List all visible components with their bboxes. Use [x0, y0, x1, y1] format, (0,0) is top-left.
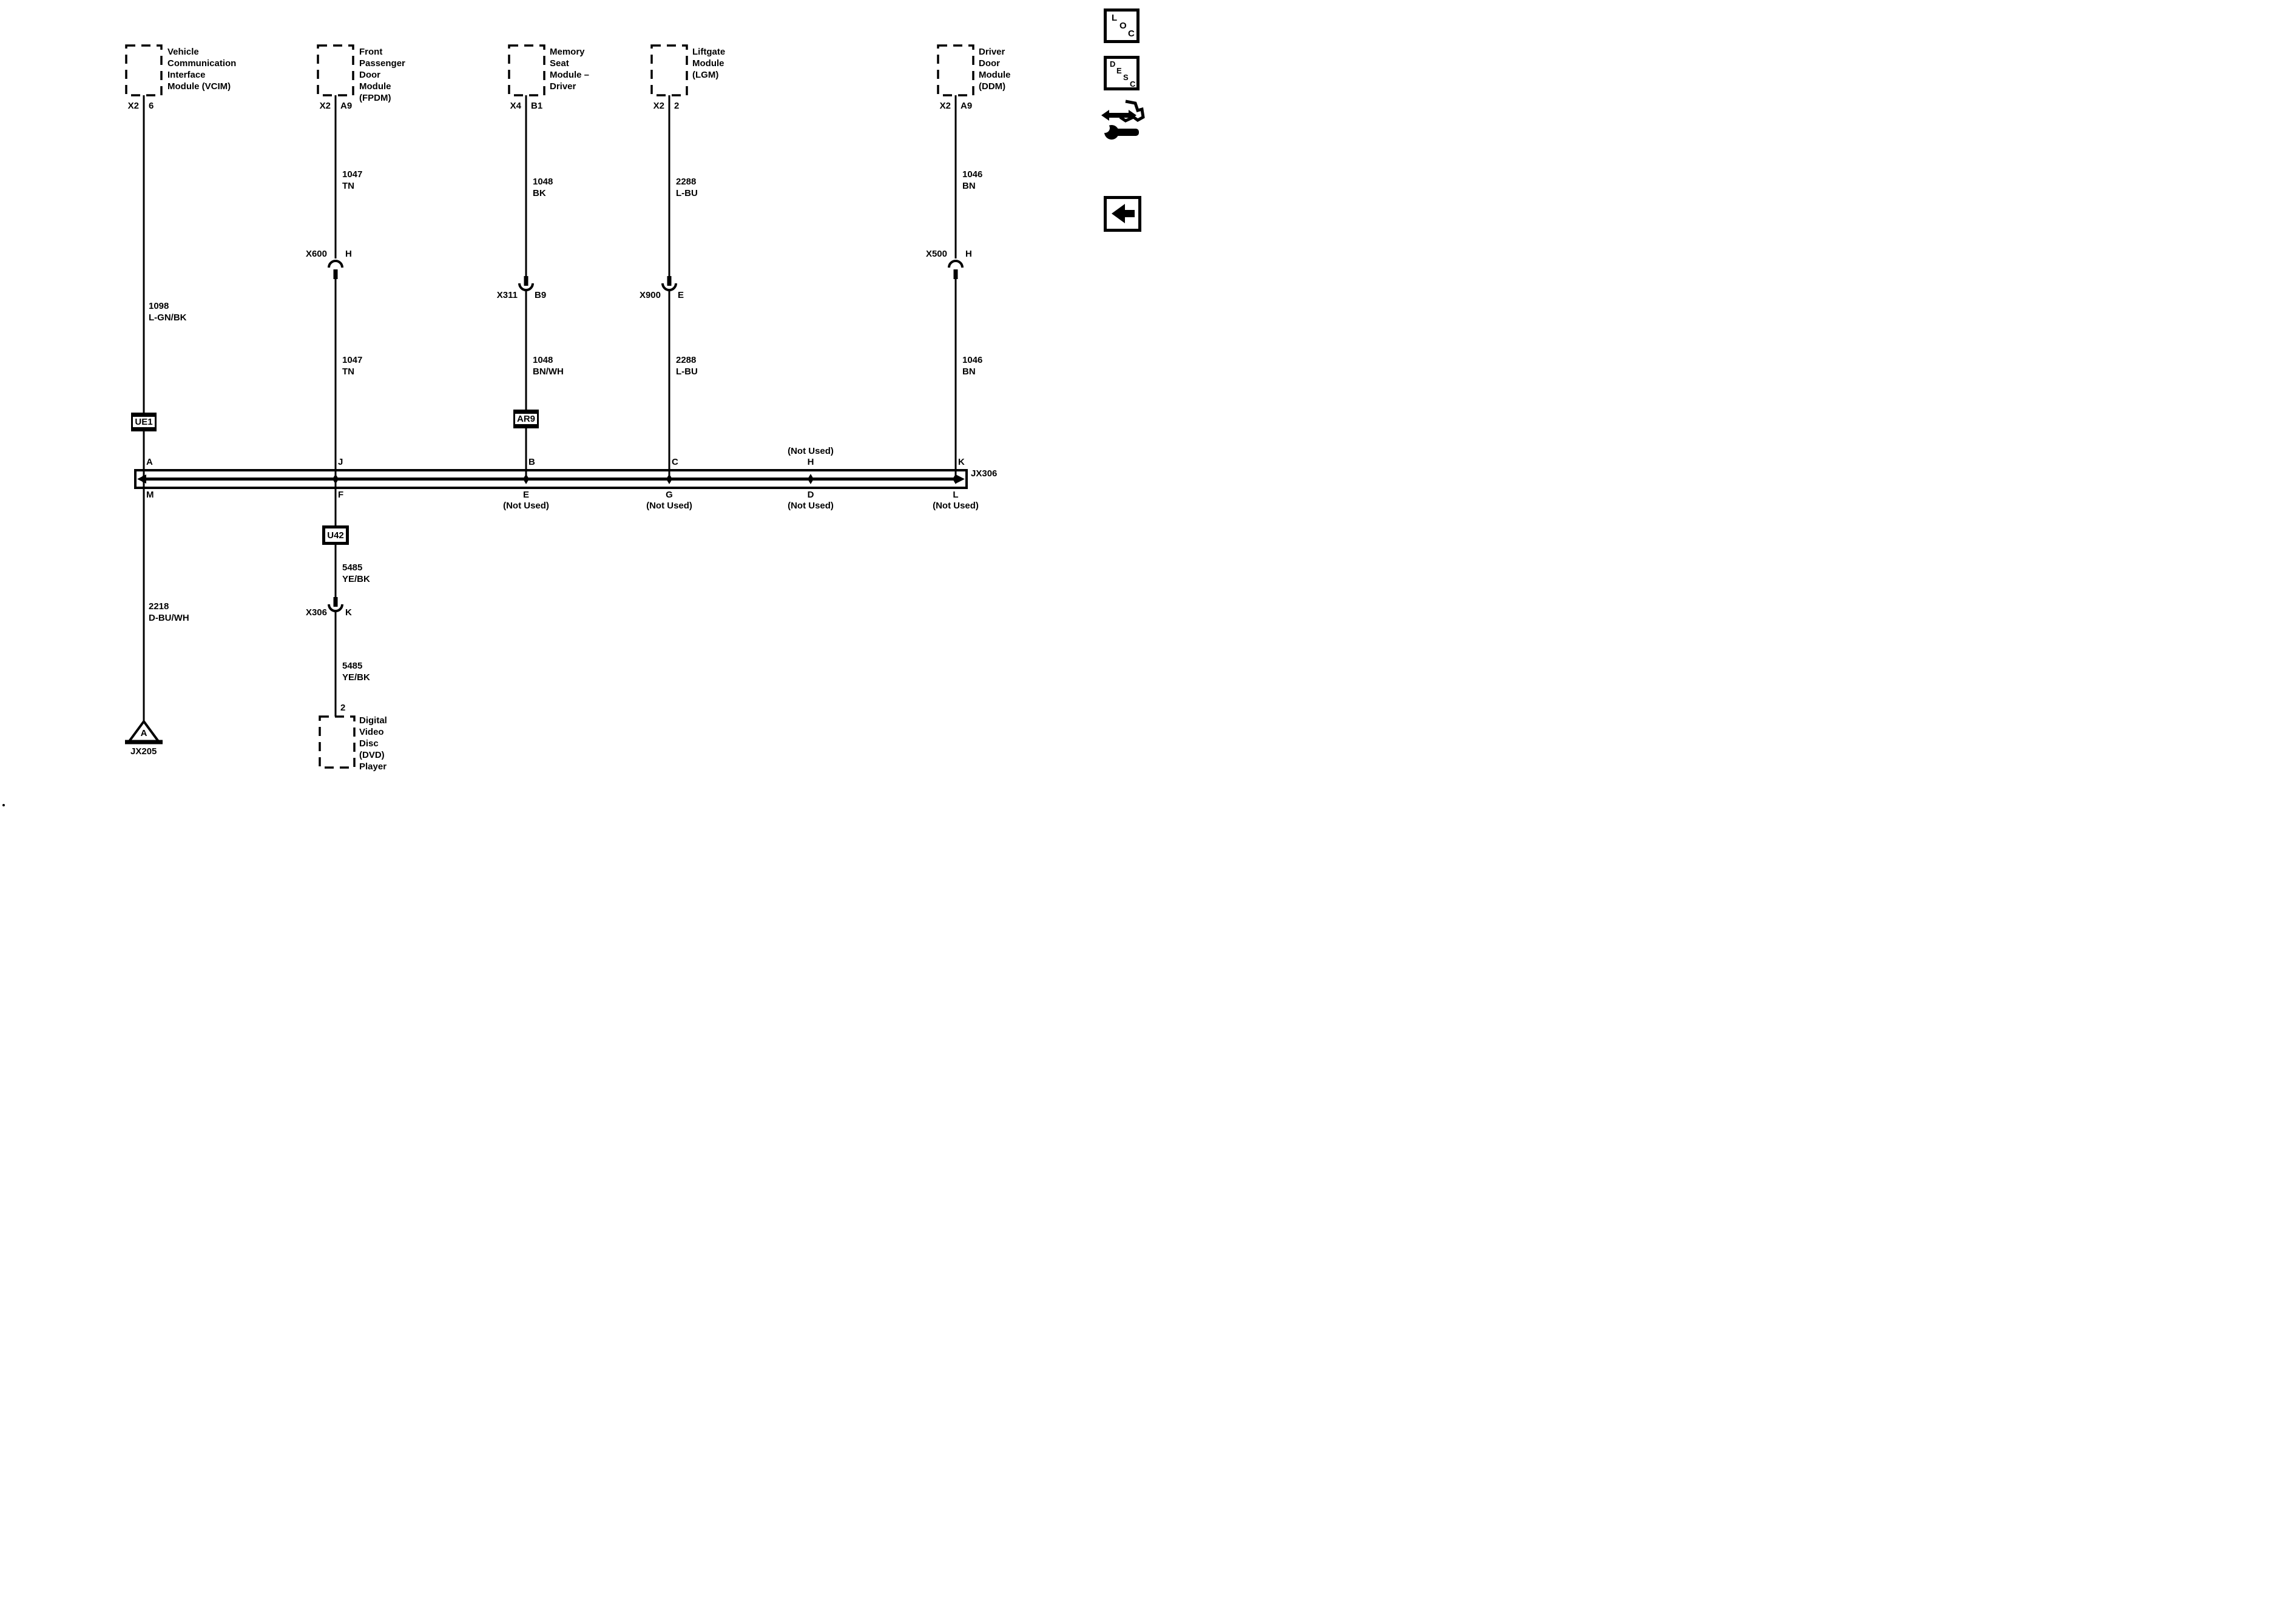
memory-seat-module-box — [508, 44, 545, 96]
liftgate-module-label: Liftgate Module (LGM) — [692, 47, 726, 80]
component-u42: U42 — [322, 525, 349, 545]
wire-label-1047-lower: 1047 TN — [342, 355, 363, 377]
bus-pin-d-not-used: (Not Used) — [788, 501, 834, 511]
connector-x600-label: X600 — [305, 249, 327, 259]
desc-letter-c: C — [1130, 79, 1136, 89]
wire-label-1048-upper: 1048 BK — [533, 177, 553, 198]
connector-x306-label: X306 — [305, 607, 327, 618]
vcim-pin: 6 — [149, 101, 154, 111]
connector-x500-pin: H — [965, 249, 972, 259]
loc-button[interactable]: L O C — [1104, 8, 1140, 43]
bus-label-jx306: JX306 — [971, 468, 998, 479]
bus-pin-g-not-used: (Not Used) — [646, 501, 692, 511]
wire-label-1098: 1098 L-GN/BK — [149, 301, 187, 323]
bus-pin-j: J — [338, 457, 343, 467]
bus-pin-e: E — [522, 490, 530, 500]
component-ue1: UE1 — [131, 413, 157, 431]
wire-label-2288-upper: 2288 L-BU — [676, 177, 698, 198]
desc-letter-s: S — [1123, 73, 1129, 82]
loc-letter-o: O — [1119, 21, 1127, 31]
fpdm-module-box — [317, 44, 354, 96]
troubleshooting-wrench-icon[interactable] — [1100, 100, 1145, 140]
ground-label-jx205: JX205 — [130, 746, 157, 757]
memory-seat-module-label: Memory Seat Module – Driver — [550, 47, 590, 92]
wire-label-5485-upper: 5485 YE/BK — [342, 562, 370, 584]
connector-x311-pin: B9 — [535, 290, 547, 300]
bus-pin-b: B — [528, 457, 535, 467]
stray-dot — [2, 804, 5, 806]
schematic-artwork — [125, 44, 1145, 769]
connector-symbol-x306 — [328, 597, 343, 612]
desc-button[interactable]: D E S C — [1104, 56, 1140, 90]
bus-pin-l: L — [953, 490, 959, 500]
component-ar9: AR9 — [513, 410, 539, 428]
connector-symbol-x600 — [328, 260, 343, 279]
bus-pin-m: M — [146, 490, 154, 500]
connector-symbol-x900 — [661, 276, 677, 291]
ddm-connector-id: X2 — [939, 101, 951, 111]
connector-x306-pin: K — [345, 607, 352, 618]
back-arrow-icon — [1112, 204, 1135, 223]
back-button[interactable] — [1104, 196, 1141, 232]
wire-label-1046-lower: 1046 BN — [962, 355, 983, 377]
dvd-player-box — [319, 715, 356, 769]
ground-triangle-letter: A — [140, 728, 147, 738]
wire-label-5485-lower: 5485 YE/BK — [342, 661, 370, 683]
bus-pin-c: C — [672, 457, 678, 467]
bus-pin-k: K — [958, 457, 965, 467]
vcim-module-box — [125, 44, 163, 96]
bus-pin-d: D — [807, 490, 814, 500]
fpdm-pin: A9 — [340, 101, 353, 111]
ddm-module-label: Driver Door Module (DDM) — [979, 47, 1011, 92]
wiring-diagram-page: Vehicle Communication Interface Module (… — [0, 0, 1148, 809]
ground-triangle-jx205 — [125, 719, 163, 744]
wire-label-1048-lower: 1048 BN/WH — [533, 355, 564, 377]
connector-x600-pin: H — [345, 249, 352, 259]
memory-seat-connector-id: X4 — [510, 101, 521, 111]
dvd-pin: 2 — [340, 703, 346, 713]
connector-x900-label: X900 — [639, 290, 661, 300]
bus-pin-l-not-used: (Not Used) — [933, 501, 979, 511]
fpdm-module-label: Front Passenger Door Module (FPDM) — [359, 47, 405, 103]
bus-pin-a: A — [146, 457, 153, 467]
liftgate-connector-id: X2 — [653, 101, 664, 111]
wire-label-2288-lower: 2288 L-BU — [676, 355, 698, 377]
desc-letter-e: E — [1116, 66, 1122, 75]
loc-letter-l: L — [1112, 13, 1118, 23]
bus-pin-g: G — [666, 490, 673, 500]
vcim-module-label: Vehicle Communication Interface Module (… — [167, 47, 237, 92]
connector-x311-label: X311 — [496, 290, 518, 300]
bus-pin-h-not-used: (Not Used) — [788, 446, 834, 456]
fpdm-connector-id: X2 — [319, 101, 331, 111]
connector-symbol-x311 — [518, 276, 534, 291]
bus-right-arrowhead — [956, 474, 965, 484]
wire-label-2218: 2218 D-BU/WH — [149, 601, 189, 623]
loc-letter-c: C — [1128, 29, 1135, 39]
wire-label-1046-upper: 1046 BN — [962, 169, 983, 191]
bus-junction-diamonds — [141, 474, 959, 484]
splice-bus-jx306 — [134, 469, 968, 489]
liftgate-pin: 2 — [674, 101, 680, 111]
wire-label-1047-upper: 1047 TN — [342, 169, 363, 191]
vcim-connector-id: X2 — [127, 101, 139, 111]
bus-pin-f: F — [338, 490, 344, 500]
liftgate-module-box — [650, 44, 688, 96]
ddm-module-box — [937, 44, 974, 96]
connector-symbol-x500 — [948, 260, 964, 279]
desc-letter-d: D — [1110, 59, 1116, 69]
bus-pin-h: H — [807, 457, 814, 467]
connector-x500-label: X500 — [925, 249, 947, 259]
bus-pin-e-not-used: (Not Used) — [503, 501, 549, 511]
connector-x900-pin: E — [678, 290, 684, 300]
ddm-pin: A9 — [961, 101, 973, 111]
memory-seat-pin: B1 — [531, 101, 543, 111]
dvd-player-label: Digital Video Disc (DVD) Player — [359, 715, 387, 772]
